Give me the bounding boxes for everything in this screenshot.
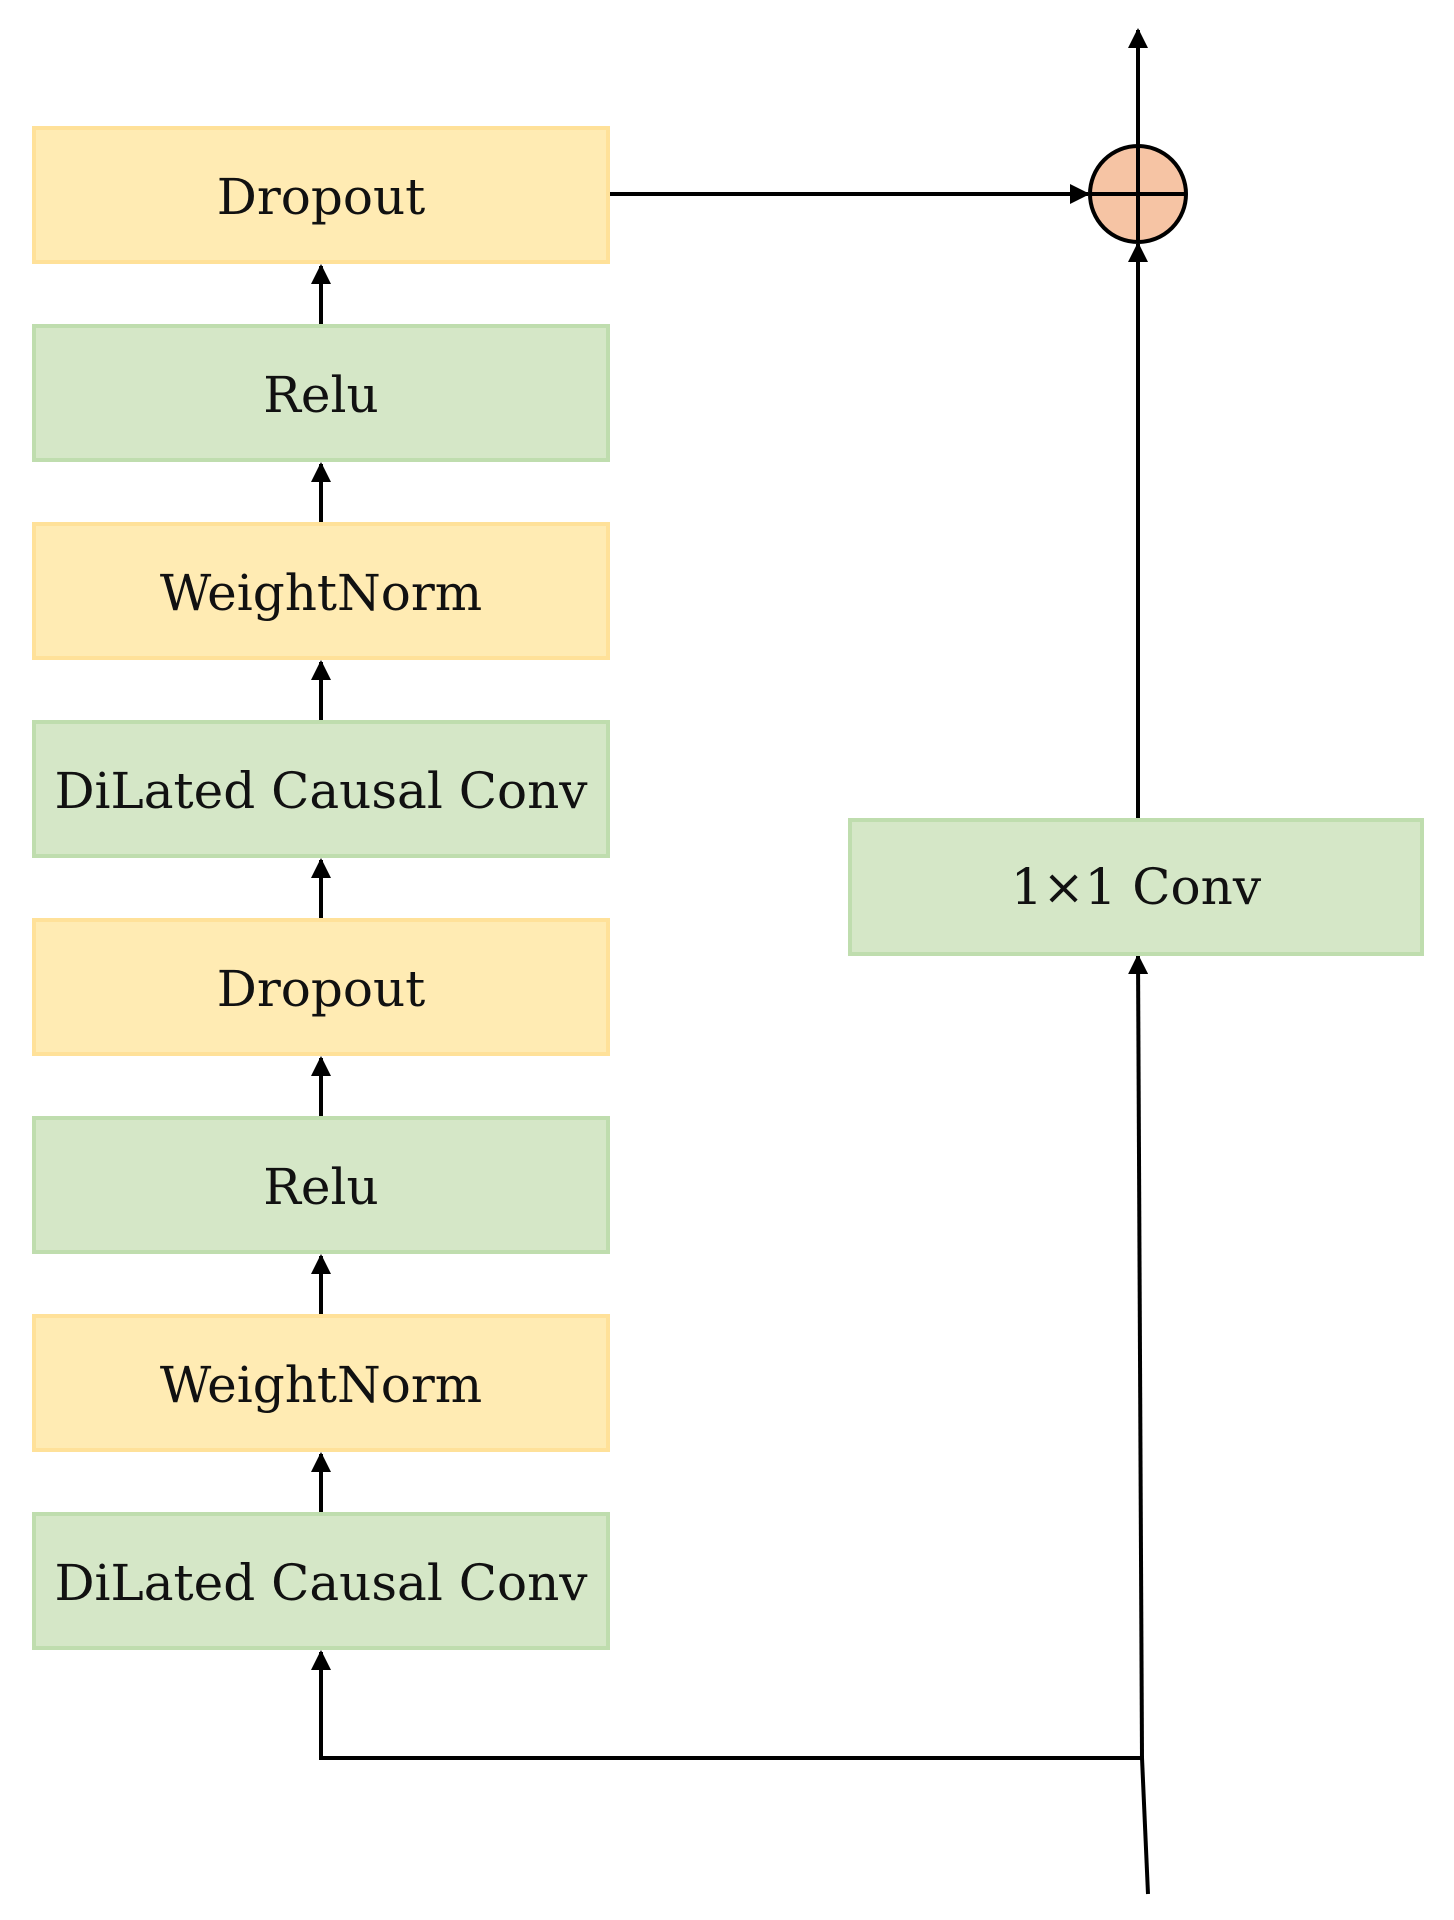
arrow-to-conv-1x1 xyxy=(1128,954,1149,1759)
relu-2-box xyxy=(32,324,610,462)
dilated-conv-2-label: DiLated Causal Conv xyxy=(54,762,588,820)
dilated-conv-1-label: DiLated Causal Conv xyxy=(54,1554,588,1612)
block-dropout-1: Dropout xyxy=(32,918,610,1056)
block-relu-2: Relu xyxy=(32,324,610,462)
dilated-conv-2-box xyxy=(32,720,610,858)
block-weightnorm-1: WeightNorm xyxy=(32,1314,610,1452)
dropout-1-box xyxy=(32,918,610,1056)
block-weightnorm-2: WeightNorm xyxy=(32,522,610,660)
block-dilated-conv-1: DiLated Causal Conv xyxy=(32,1512,610,1650)
block-dropout-2: Dropout xyxy=(32,126,610,264)
conv-1x1-label: 1×1 Conv xyxy=(1011,858,1262,916)
input-branch-to-stack xyxy=(311,1650,1142,1760)
conv-1x1-box xyxy=(848,818,1424,956)
dropout-2-label: Dropout xyxy=(217,168,426,226)
input-line xyxy=(1140,1757,1150,1895)
connectors xyxy=(311,28,1150,1895)
relu-1-box xyxy=(32,1116,610,1254)
relu-2-label: Relu xyxy=(263,366,378,424)
dropout-2-box xyxy=(32,126,610,264)
weightnorm-1-box xyxy=(32,1314,610,1452)
dilated-conv-1-box xyxy=(32,1512,610,1650)
weightnorm-1-label: WeightNorm xyxy=(160,1356,482,1414)
weightnorm-2-label: WeightNorm xyxy=(160,564,482,622)
weightnorm-2-box xyxy=(32,522,610,660)
block-dilated-conv-2: DiLated Causal Conv xyxy=(32,720,610,858)
conv-1x1-block: 1×1 Conv xyxy=(848,818,1424,956)
sum-node xyxy=(1088,144,1188,244)
dropout-1-label: Dropout xyxy=(217,960,426,1018)
block-relu-1: Relu xyxy=(32,1116,610,1254)
relu-1-label: Relu xyxy=(263,1158,378,1216)
